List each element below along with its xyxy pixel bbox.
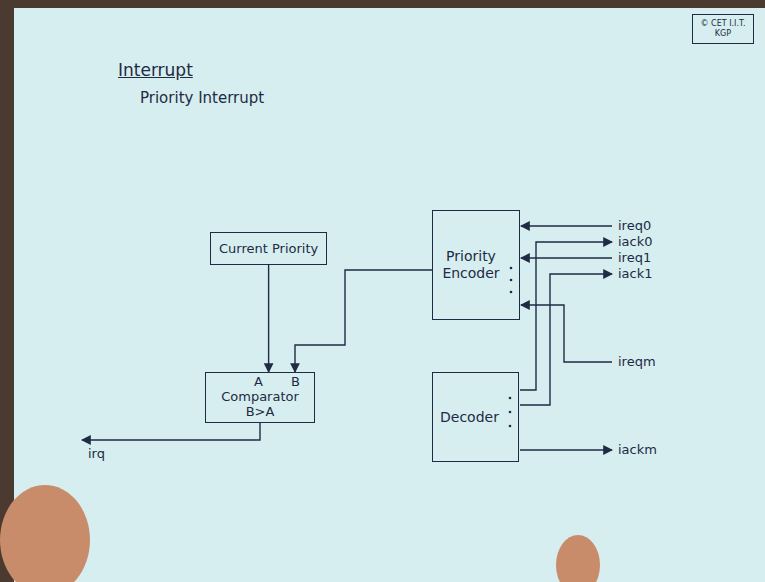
signal-name: ireqm <box>618 354 656 369</box>
ellipsis-dot <box>510 291 513 294</box>
box-text: A <box>254 374 263 389</box>
iack-wire <box>520 242 612 390</box>
ellipsis-dot <box>509 411 512 414</box>
register-box: Current Priority <box>210 232 327 265</box>
paper-ground <box>14 8 765 582</box>
subtitle: Priority Interrupt <box>140 91 264 106</box>
signal-name: iack1 <box>618 266 653 281</box>
box-text: Priority Encoder <box>439 248 503 282</box>
box-text: Comparator <box>221 389 299 404</box>
hand <box>0 485 90 582</box>
comparator-box: A BComparatorB>A <box>205 372 315 423</box>
ireq-wire <box>521 305 612 362</box>
box-text: Current Priority <box>219 241 318 256</box>
ellipsis-dot <box>509 397 512 400</box>
ireq-wire <box>521 257 612 258</box>
iack-wire <box>520 274 612 405</box>
irq-wire <box>82 422 260 440</box>
signal-name: iack0 <box>618 234 653 249</box>
box-text: © CET I.I.T. KGP <box>696 19 750 39</box>
ellipsis-dot <box>510 267 513 270</box>
logo-box: © CET I.I.T. KGP <box>692 14 754 44</box>
decoder-box: Decoder <box>432 372 519 462</box>
ellipsis-dot <box>510 279 513 282</box>
encoder-box: Priority Encoder <box>432 210 520 320</box>
hand <box>556 535 600 582</box>
signal-name: iackm <box>618 442 657 457</box>
box-text: B <box>291 374 300 389</box>
ireq-wire <box>521 225 612 226</box>
iack-wire <box>520 449 612 450</box>
box-text: Decoder <box>440 409 499 426</box>
title: Interrupt <box>118 60 193 80</box>
connector-arrow <box>295 270 432 372</box>
box-text: B>A <box>246 404 275 419</box>
signal-name: ireq0 <box>618 218 651 233</box>
ellipsis-dot <box>509 425 512 428</box>
signal-name: irq <box>88 446 105 461</box>
signal-name: ireq1 <box>618 250 651 265</box>
connector-arrow <box>268 265 269 372</box>
